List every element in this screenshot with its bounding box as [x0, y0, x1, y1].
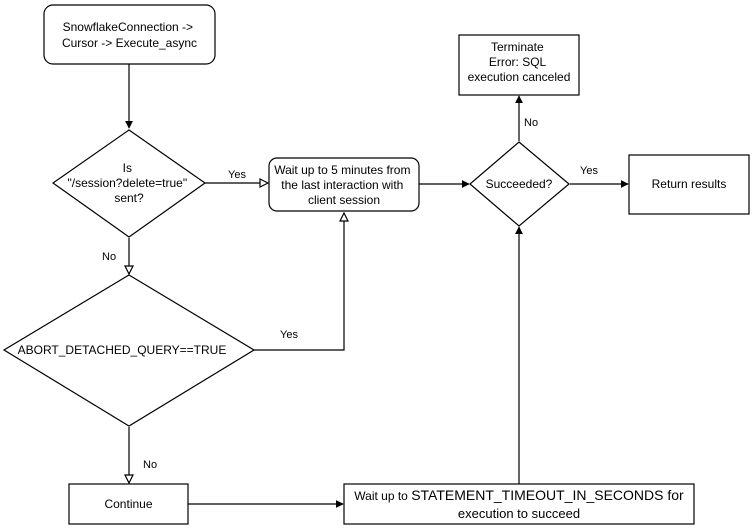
start-line-2: Cursor -> Execute_async: [62, 36, 197, 50]
abort-detached-decision: ABORT_DETACHED_QUERY==TRUE: [2, 274, 256, 427]
continue-node: Continue: [68, 483, 189, 525]
label-abort-yes: Yes: [280, 329, 298, 341]
start-node: SnowflakeConnection -> Cursor -> Execute…: [43, 4, 216, 65]
start-line-1: SnowflakeConnection ->: [63, 20, 193, 34]
return-results-node: Return results: [628, 154, 750, 215]
wait-timeout-line-1: Wait up to STATEMENT_TIMEOUT_IN_SECONDS …: [354, 487, 684, 503]
terminate-node: Terminate Error: SQL execution canceled: [458, 34, 580, 96]
label-succeeded-yes: Yes: [580, 165, 598, 177]
succeeded-decision-label: Succeeded?: [486, 177, 553, 191]
continue-label: Continue: [104, 497, 152, 511]
label-succeeded-no: No: [524, 117, 538, 129]
edge-labels: Yes No Yes No Yes No: [102, 117, 598, 471]
wait-five-minutes-node: Wait up to 5 minutes from the last inter…: [268, 157, 420, 212]
wait-timeout-line-2: execution to succeed: [458, 506, 580, 521]
abort-decision-label: ABORT_DETACHED_QUERY==TRUE: [18, 343, 227, 357]
wait-timeout-param: STATEMENT_TIMEOUT_IN_SECONDS: [411, 487, 663, 503]
wait-timeout-prefix: Wait up to: [354, 489, 411, 503]
delete-decision-line-2: "/session?delete=true": [68, 176, 188, 190]
svg-text:Terminate Error: SQL: Terminate Error: SQL execution canceled: [468, 40, 571, 84]
delete-sent-decision: Is "/session?delete=true" sent?: [51, 129, 207, 238]
wait-timeout-node: Wait up to STATEMENT_TIMEOUT_IN_SECONDS …: [343, 483, 695, 525]
return-results-label: Return results: [652, 177, 727, 191]
label-delete-yes: Yes: [228, 169, 246, 181]
wait-five-line-1: Wait up to 5 minutes from: [274, 163, 410, 177]
wait-five-line-3: client session: [308, 193, 380, 207]
delete-decision-line-3: sent?: [114, 191, 144, 205]
delete-decision-line-1: Is: [123, 161, 132, 175]
terminate-line-3: execution canceled: [468, 70, 571, 84]
svg-text:SnowflakeConnection -> C: SnowflakeConnection -> Cursor -> Execute…: [62, 20, 197, 50]
succeeded-decision: Succeeded?: [469, 141, 570, 227]
label-abort-no: No: [143, 459, 157, 471]
wait-timeout-suffix: for: [663, 487, 684, 503]
svg-text:Is "/session?delete=true: Is "/session?delete=true" sent?: [68, 161, 191, 205]
edges: [129, 64, 629, 508]
edge-abort-yes: [254, 213, 344, 351]
label-delete-no: No: [102, 251, 116, 263]
wait-five-line-2: the last interaction with: [281, 178, 403, 192]
terminate-line-1: Terminate: [491, 40, 544, 54]
svg-text:Wait up to 5 minutes from: Wait up to 5 minutes from the last inter…: [274, 163, 414, 207]
terminate-line-2: Error: SQL: [489, 55, 547, 69]
